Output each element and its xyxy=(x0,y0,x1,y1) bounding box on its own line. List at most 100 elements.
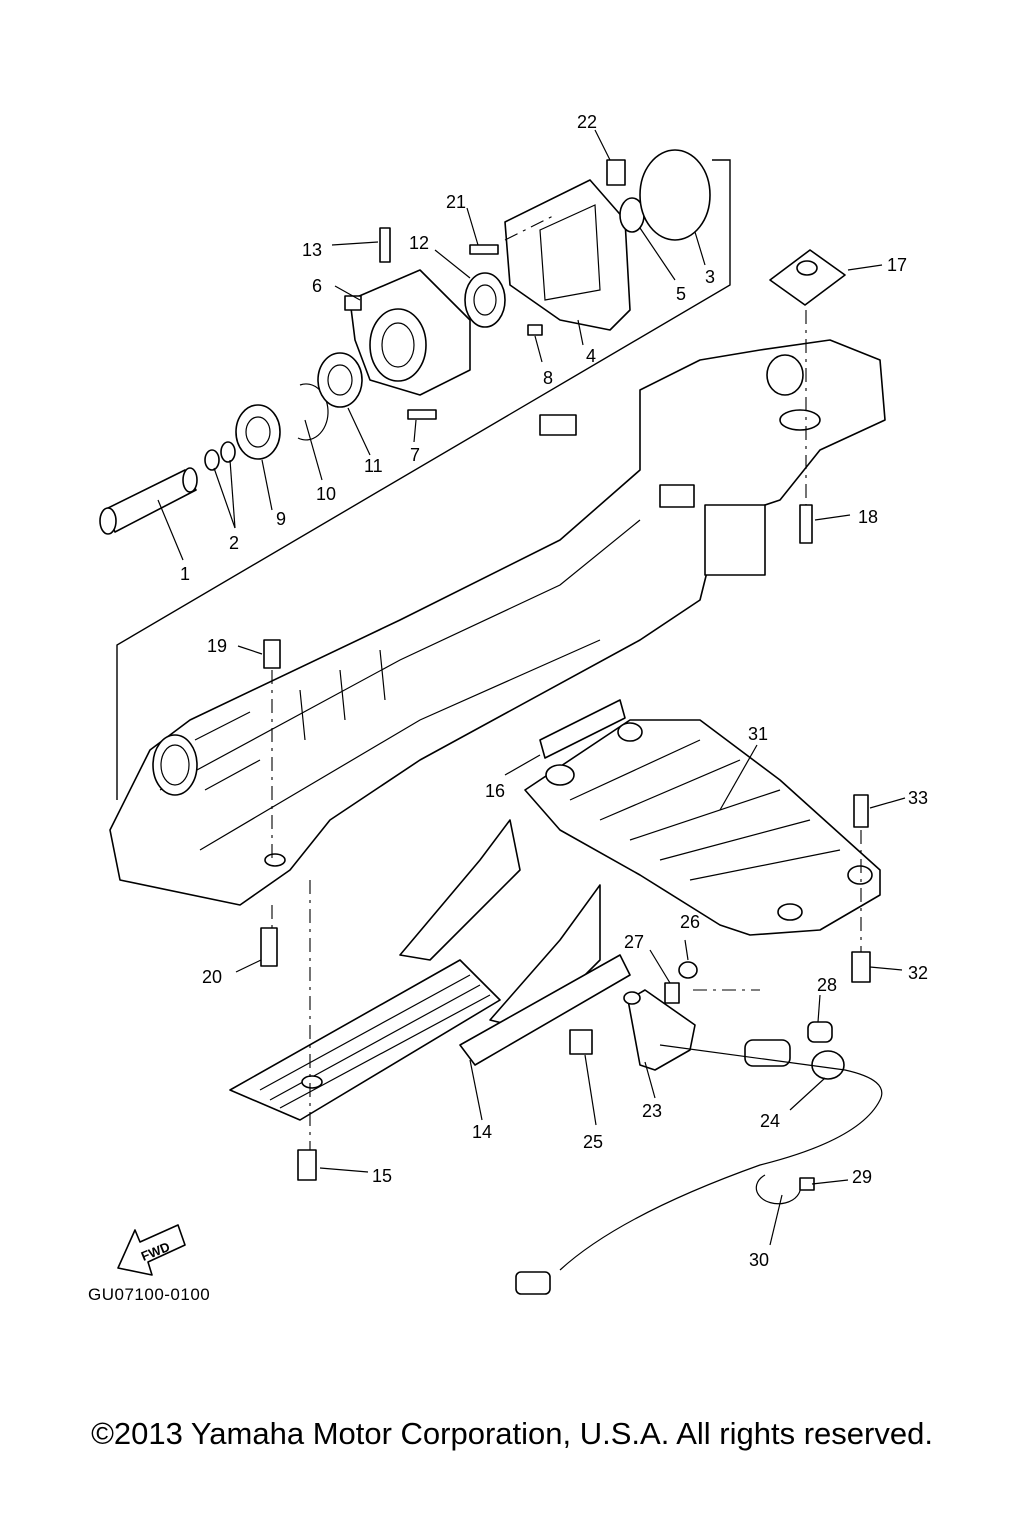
intake-grate-bars xyxy=(569,739,841,881)
callout-21: 21 xyxy=(446,192,466,212)
oil-seal-inner xyxy=(473,284,497,316)
bearing-inner xyxy=(245,416,271,448)
intake-grate-boss xyxy=(777,903,803,921)
leader-line xyxy=(534,335,543,363)
callout-25: 25 xyxy=(583,1132,603,1152)
callout-14: 14 xyxy=(472,1122,492,1142)
bolt xyxy=(469,244,499,255)
callout-29: 29 xyxy=(852,1167,872,1187)
mount-plate-body xyxy=(769,249,846,306)
bolt xyxy=(799,504,813,544)
housing-ribs xyxy=(299,649,386,741)
leader-line xyxy=(504,754,541,776)
bolt xyxy=(263,639,281,669)
cable-end xyxy=(515,1271,551,1295)
leader-line xyxy=(584,1054,597,1126)
cable xyxy=(559,1044,883,1271)
mount-plate-boss xyxy=(796,260,818,276)
leader-line xyxy=(644,1061,656,1099)
leader-line xyxy=(319,1167,369,1173)
pump-cover xyxy=(504,179,631,331)
clamp-tab xyxy=(799,1177,815,1191)
centerlines xyxy=(271,214,862,1150)
drive-shaft-spline xyxy=(99,507,117,535)
o-ring xyxy=(204,449,220,471)
impeller-shaft-bore xyxy=(152,734,198,796)
callout-5: 5 xyxy=(676,284,686,304)
leader-line xyxy=(261,459,273,511)
housing-mount-boss xyxy=(779,409,821,431)
bearing-housing xyxy=(344,269,471,396)
leader-line xyxy=(869,966,903,971)
o-ring xyxy=(220,441,236,463)
leader-line xyxy=(157,499,184,561)
leader-line xyxy=(694,231,706,266)
callout-19: 19 xyxy=(207,636,227,656)
ride-plate-rail xyxy=(459,954,631,1066)
drive-shaft-body xyxy=(103,469,197,533)
bearing xyxy=(235,404,281,460)
leader-line xyxy=(413,419,417,443)
diagram-reference-code: GU07100-0100 xyxy=(88,1285,211,1304)
callout-9: 9 xyxy=(276,509,286,529)
pump-housing-contour xyxy=(159,519,641,791)
callout-7: 7 xyxy=(410,445,420,465)
large-o-ring xyxy=(639,149,711,241)
leader-line xyxy=(304,419,323,481)
impeller-shaft-bore-inner xyxy=(160,744,190,786)
plate xyxy=(664,982,680,1004)
bracket xyxy=(627,989,696,1071)
leader-line xyxy=(869,797,906,809)
clamp xyxy=(755,1174,801,1205)
circlip xyxy=(297,383,329,441)
mount-plate xyxy=(769,249,846,306)
leader-line xyxy=(684,939,689,961)
callout-24: 24 xyxy=(760,1111,780,1131)
pump-housing xyxy=(109,339,886,906)
callout-11: 11 xyxy=(364,456,383,476)
intake-grate-boss xyxy=(617,722,643,742)
grease-fitting xyxy=(379,227,391,263)
callout-13: 13 xyxy=(302,240,322,260)
plate xyxy=(569,1029,593,1055)
intake-grate-boss xyxy=(545,764,575,786)
intake-grate xyxy=(524,719,881,936)
callout-28: 28 xyxy=(817,975,837,995)
callout-12: 12 xyxy=(409,233,429,253)
housing-mount-hole xyxy=(264,853,286,867)
leader-line xyxy=(639,227,676,281)
callout-labels: 1 2 3 4 5 6 7 8 9 10 11 12 13 14 15 16 1… xyxy=(180,112,928,1270)
forward-arrow: FWD xyxy=(117,1224,186,1276)
callout-6: 6 xyxy=(312,276,322,296)
callout-26: 26 xyxy=(680,912,700,932)
callout-2: 2 xyxy=(229,533,239,553)
housing-mount-pad xyxy=(659,484,695,508)
bearing-housing-bore-inner xyxy=(381,322,415,368)
fwd-arrow-icon xyxy=(117,1224,186,1276)
bolt xyxy=(853,794,869,828)
sleeve xyxy=(807,1021,833,1043)
bearing-housing-bore xyxy=(369,308,427,382)
bolt xyxy=(297,1149,317,1181)
ride-plate xyxy=(229,819,631,1121)
callout-27: 27 xyxy=(624,932,644,952)
callout-18: 18 xyxy=(858,507,878,527)
drive-shaft-end xyxy=(182,467,198,493)
nut xyxy=(678,961,698,979)
bolt xyxy=(260,927,278,967)
upper-group-frame-line xyxy=(116,159,731,800)
gasket xyxy=(606,159,626,186)
callout-30: 30 xyxy=(749,1250,769,1270)
copyright-notice: ©2013 Yamaha Motor Corporation, U.S.A. A… xyxy=(91,1416,933,1451)
leader-line xyxy=(235,959,262,973)
callout-20: 20 xyxy=(202,967,222,987)
callout-1: 1 xyxy=(180,564,190,584)
leader-line xyxy=(817,994,821,1023)
leader-line xyxy=(719,744,758,811)
leader-line xyxy=(213,467,236,529)
callout-32: 32 xyxy=(908,963,928,983)
leader-line xyxy=(577,319,584,346)
collar xyxy=(811,1050,845,1080)
bolt xyxy=(851,951,871,983)
